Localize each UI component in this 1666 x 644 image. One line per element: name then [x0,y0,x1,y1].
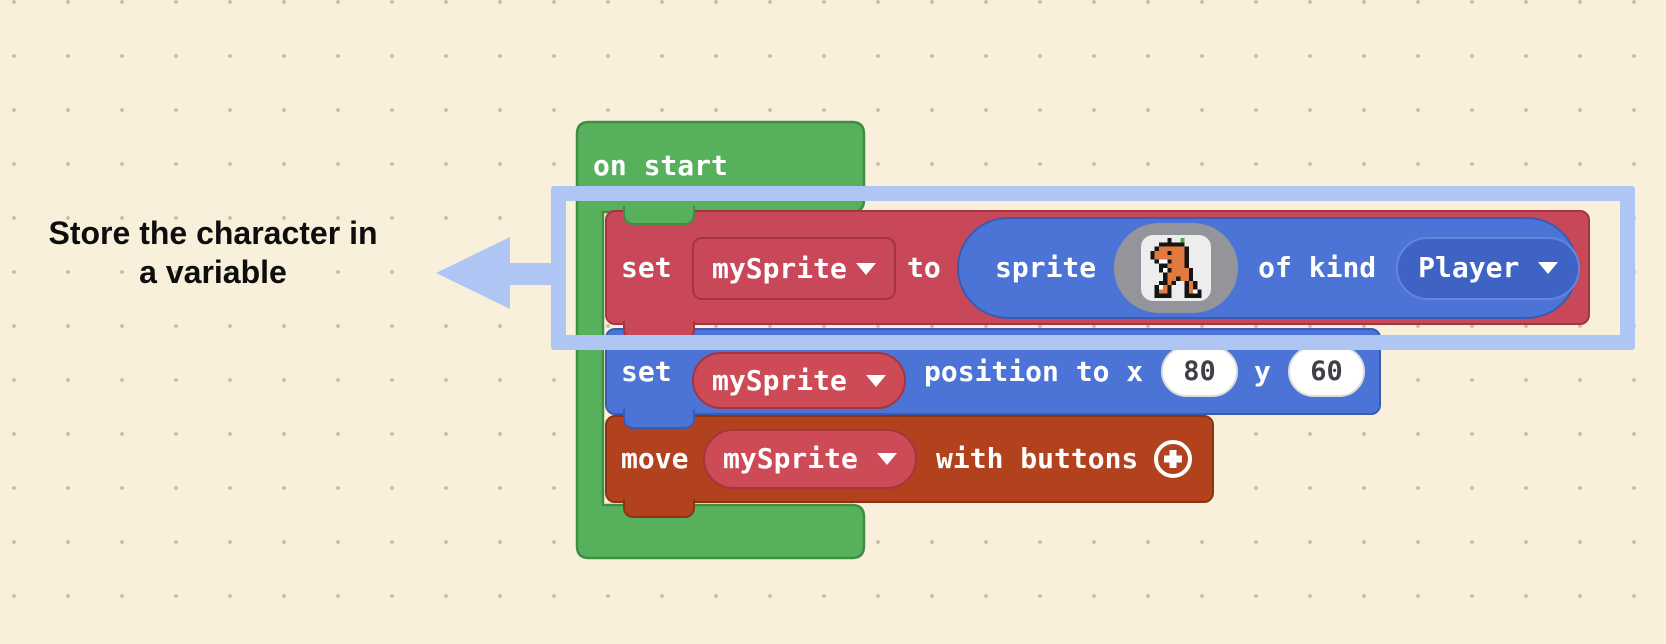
dropdown-arrow-icon [856,262,876,275]
move-with-buttons-block[interactable]: move mySprite with buttons [605,415,1214,503]
y-value-input[interactable]: 60 [1288,346,1365,397]
variable-dropdown[interactable]: mySprite [692,237,896,300]
annotation-line-1: Store the character in [48,215,378,251]
dropdown-arrow-icon [1538,262,1559,274]
dropdown-arrow-icon [877,453,897,465]
sprite-image-button[interactable] [1114,223,1239,313]
variable-dropdown-value: mySprite [712,363,847,397]
variable-dropdown[interactable]: mySprite [703,429,917,489]
variable-dropdown-value: mySprite [712,251,847,285]
on-start-label: on start [593,149,728,182]
move-label: move [621,442,689,475]
y-label: y [1254,354,1271,388]
move-block-tab [623,499,695,518]
sprite-image-frame [1141,235,1212,301]
sprite-create-pill[interactable]: sprite of kind Player [957,217,1581,319]
to-label: to [907,250,941,284]
on-start-block[interactable] [575,120,867,562]
y-value: 60 [1310,356,1343,387]
plus-circle-icon[interactable] [1150,436,1196,482]
annotation-text: Store the character in a variable [8,214,418,292]
with-buttons-label: with buttons [936,442,1139,475]
variable-dropdown-value: mySprite [723,442,858,475]
set-label: set [621,354,672,388]
kind-dropdown-value: Player [1418,251,1520,284]
on-start-tab [623,206,695,225]
of-kind-label: of kind [1258,251,1377,284]
set-sprite-block[interactable]: set mySprite to sprite of kind Player [605,210,1590,325]
highlight-box [551,186,1635,350]
sprite-label: sprite [995,251,1097,284]
callout-arrow-icon [436,237,510,309]
set-position-tab [623,409,695,429]
orange-dino-sprite-icon [1150,238,1202,298]
x-value: 80 [1183,356,1216,387]
dropdown-arrow-icon [866,374,886,387]
position-to-x-label: position to x [924,354,1144,388]
variable-dropdown[interactable]: mySprite [692,352,906,409]
callout-arrow-stem [505,263,553,285]
on-start-shape [575,120,866,560]
kind-dropdown[interactable]: Player [1396,236,1581,300]
x-value-input[interactable]: 80 [1161,346,1238,397]
set-label: set [621,250,672,284]
annotation-line-2: a variable [139,254,287,290]
